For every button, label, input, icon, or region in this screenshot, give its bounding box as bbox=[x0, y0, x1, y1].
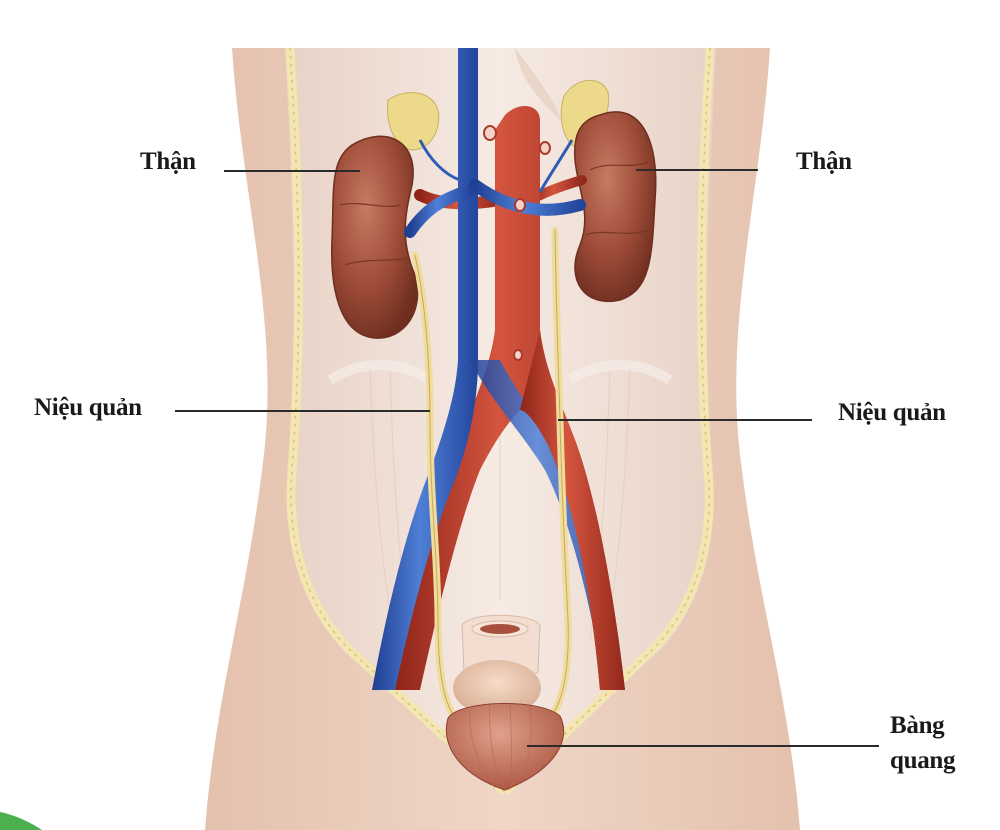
leader-ureter-left bbox=[175, 410, 430, 412]
leader-kidney-left bbox=[224, 170, 360, 172]
label-bladder-line1: Bàng bbox=[890, 712, 945, 739]
adrenal-gland-left bbox=[387, 92, 440, 151]
label-bladder: Bàng quang bbox=[890, 708, 956, 778]
label-kidney-left: Thận bbox=[140, 148, 196, 175]
leader-ureter-right bbox=[558, 419, 812, 421]
kidney-right bbox=[573, 111, 657, 303]
prostate bbox=[453, 660, 541, 716]
inferior-vena-cava bbox=[372, 48, 478, 690]
label-ureter-right: Niệu quản bbox=[838, 399, 946, 426]
label-kidney-right: Thận bbox=[796, 148, 852, 175]
label-ureter-left: Niệu quản bbox=[34, 394, 142, 421]
kidney-left bbox=[331, 135, 419, 339]
muscle-fibers bbox=[327, 359, 673, 641]
corner-accent bbox=[0, 812, 42, 830]
leader-bladder bbox=[527, 745, 879, 747]
bladder bbox=[445, 703, 565, 791]
label-bladder-line2: quang bbox=[890, 747, 956, 774]
leader-kidney-right bbox=[636, 169, 758, 171]
